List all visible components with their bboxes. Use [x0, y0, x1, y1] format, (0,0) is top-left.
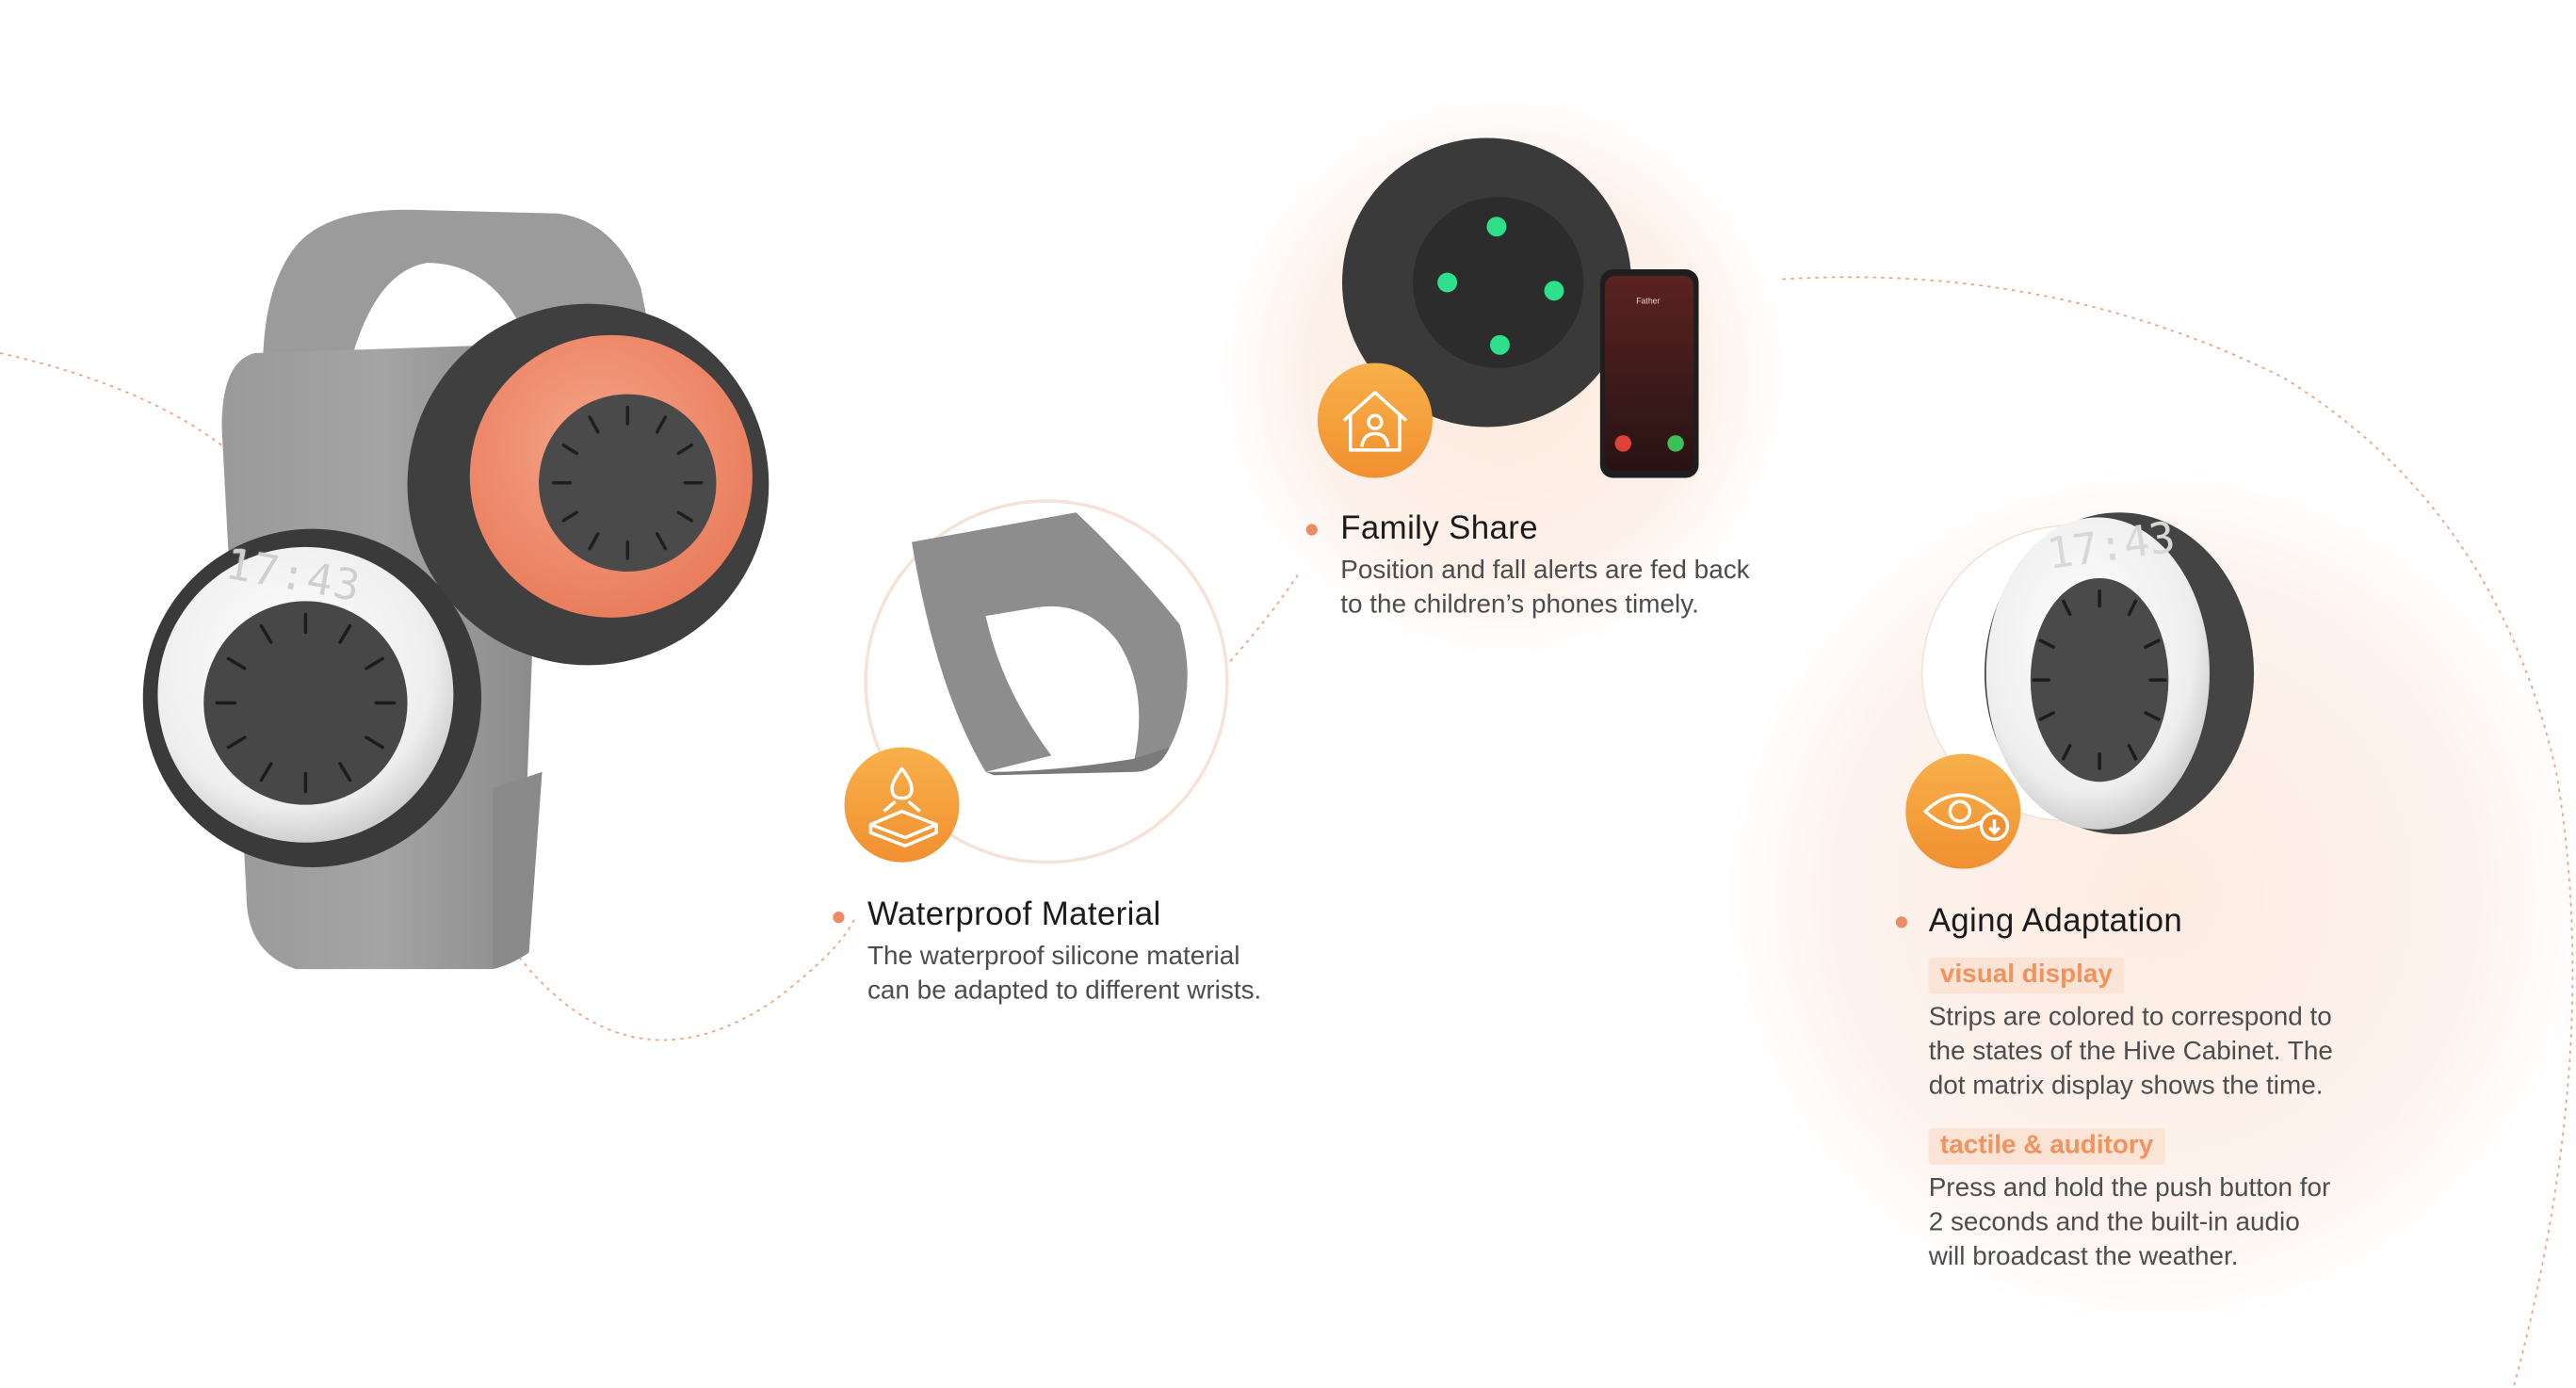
aging-bullet: [1895, 916, 1908, 928]
visual-display-desc: Strips are colored to correspond to the …: [1929, 1000, 2454, 1104]
family-bullet: [1305, 524, 1318, 536]
phone-caller-name: Father: [1636, 297, 1661, 308]
waterproof-title: Waterproof Material: [867, 896, 1161, 933]
visual-display-tag: visual display: [1928, 957, 2125, 994]
home-person-icon: [1317, 363, 1433, 478]
waterproof-desc-line: can be adapted to different wrists.: [867, 976, 1262, 1006]
aging-title: Aging Adaptation: [1928, 903, 2183, 940]
eye-icon: [1905, 753, 2021, 869]
tactile-auditory-desc: Press and hold the push button for 2 sec…: [1929, 1171, 2454, 1275]
aging-module-render: [1920, 512, 2255, 835]
watch-render: [142, 209, 770, 970]
waterproof-bullet: [833, 912, 845, 924]
family-desc: Position and fall alerts are fed back to…: [1340, 554, 1866, 622]
tactile-auditory-desc-line: Press and hold the push button for: [1928, 1174, 2331, 1202]
waterproof-desc-line: The waterproof silicone material: [867, 943, 1240, 971]
family-module-render: [1342, 137, 1631, 428]
visual-display-desc-line: the states of the Hive Cabinet. The: [1928, 1038, 2333, 1066]
waterproof-desc: The waterproof silicone material can be …: [867, 940, 1393, 1009]
visual-display-desc-line: dot matrix display shows the time.: [1928, 1072, 2324, 1101]
visual-display-desc-line: Strips are colored to correspond to: [1928, 1003, 2332, 1032]
tactile-auditory-desc-line: 2 seconds and the built-in audio: [1928, 1208, 2300, 1237]
tactile-auditory-desc-line: will broadcast the weather.: [1928, 1243, 2239, 1272]
phone-render: [1599, 269, 1699, 478]
strap-closeup-render: [864, 499, 1229, 864]
waterproof-drop-icon: [844, 747, 960, 863]
family-desc-line: to the children’s phones timely.: [1340, 590, 1699, 620]
family-title: Family Share: [1340, 510, 1538, 547]
family-desc-line: Position and fall alerts are fed back: [1340, 557, 1750, 585]
tactile-auditory-tag: tactile & auditory: [1928, 1128, 2165, 1165]
